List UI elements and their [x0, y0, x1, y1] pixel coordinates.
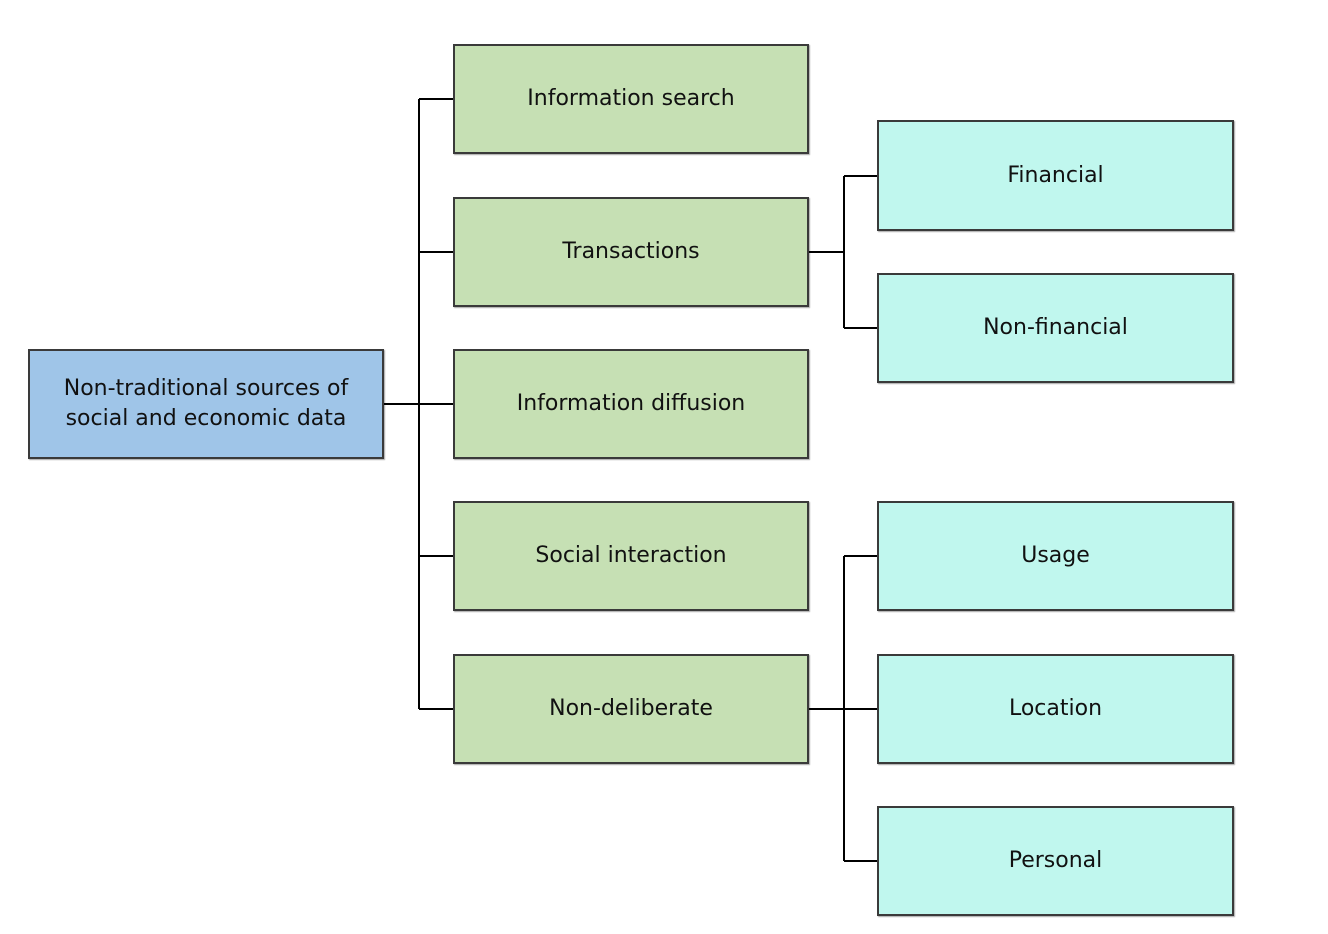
root-node-label-line1: Non-traditional sources of [63, 376, 349, 401]
node-social-interaction: Social interaction [453, 501, 809, 611]
node-information-diffusion-label: Information diffusion [516, 391, 746, 416]
node-location-label: Location [1008, 696, 1103, 721]
node-non-deliberate-label: Non-deliberate [549, 696, 713, 721]
node-personal-label: Personal [1008, 848, 1103, 873]
node-personal: Personal [877, 806, 1234, 916]
root-node: Non-traditional sources of social and ec… [28, 349, 384, 459]
node-non-financial: Non-financial [877, 273, 1234, 383]
node-transactions: Transactions [453, 197, 809, 307]
node-non-deliberate: Non-deliberate [453, 654, 809, 764]
root-node-label: Non-traditional sources of social and ec… [64, 374, 348, 434]
node-location: Location [877, 654, 1234, 764]
node-financial: Financial [877, 120, 1234, 231]
node-usage: Usage [877, 501, 1234, 611]
node-transactions-label: Transactions [562, 239, 700, 264]
node-information-diffusion: Information diffusion [453, 349, 809, 459]
root-node-label-line2: social and economic data [65, 406, 347, 431]
node-information-search: Information search [453, 44, 809, 154]
node-usage-label: Usage [1021, 543, 1090, 568]
node-financial-label: Financial [1007, 162, 1104, 188]
node-social-interaction-label: Social interaction [535, 543, 727, 568]
node-non-financial-label: Non-financial [983, 315, 1128, 340]
node-information-search-label: Information search [527, 86, 735, 111]
